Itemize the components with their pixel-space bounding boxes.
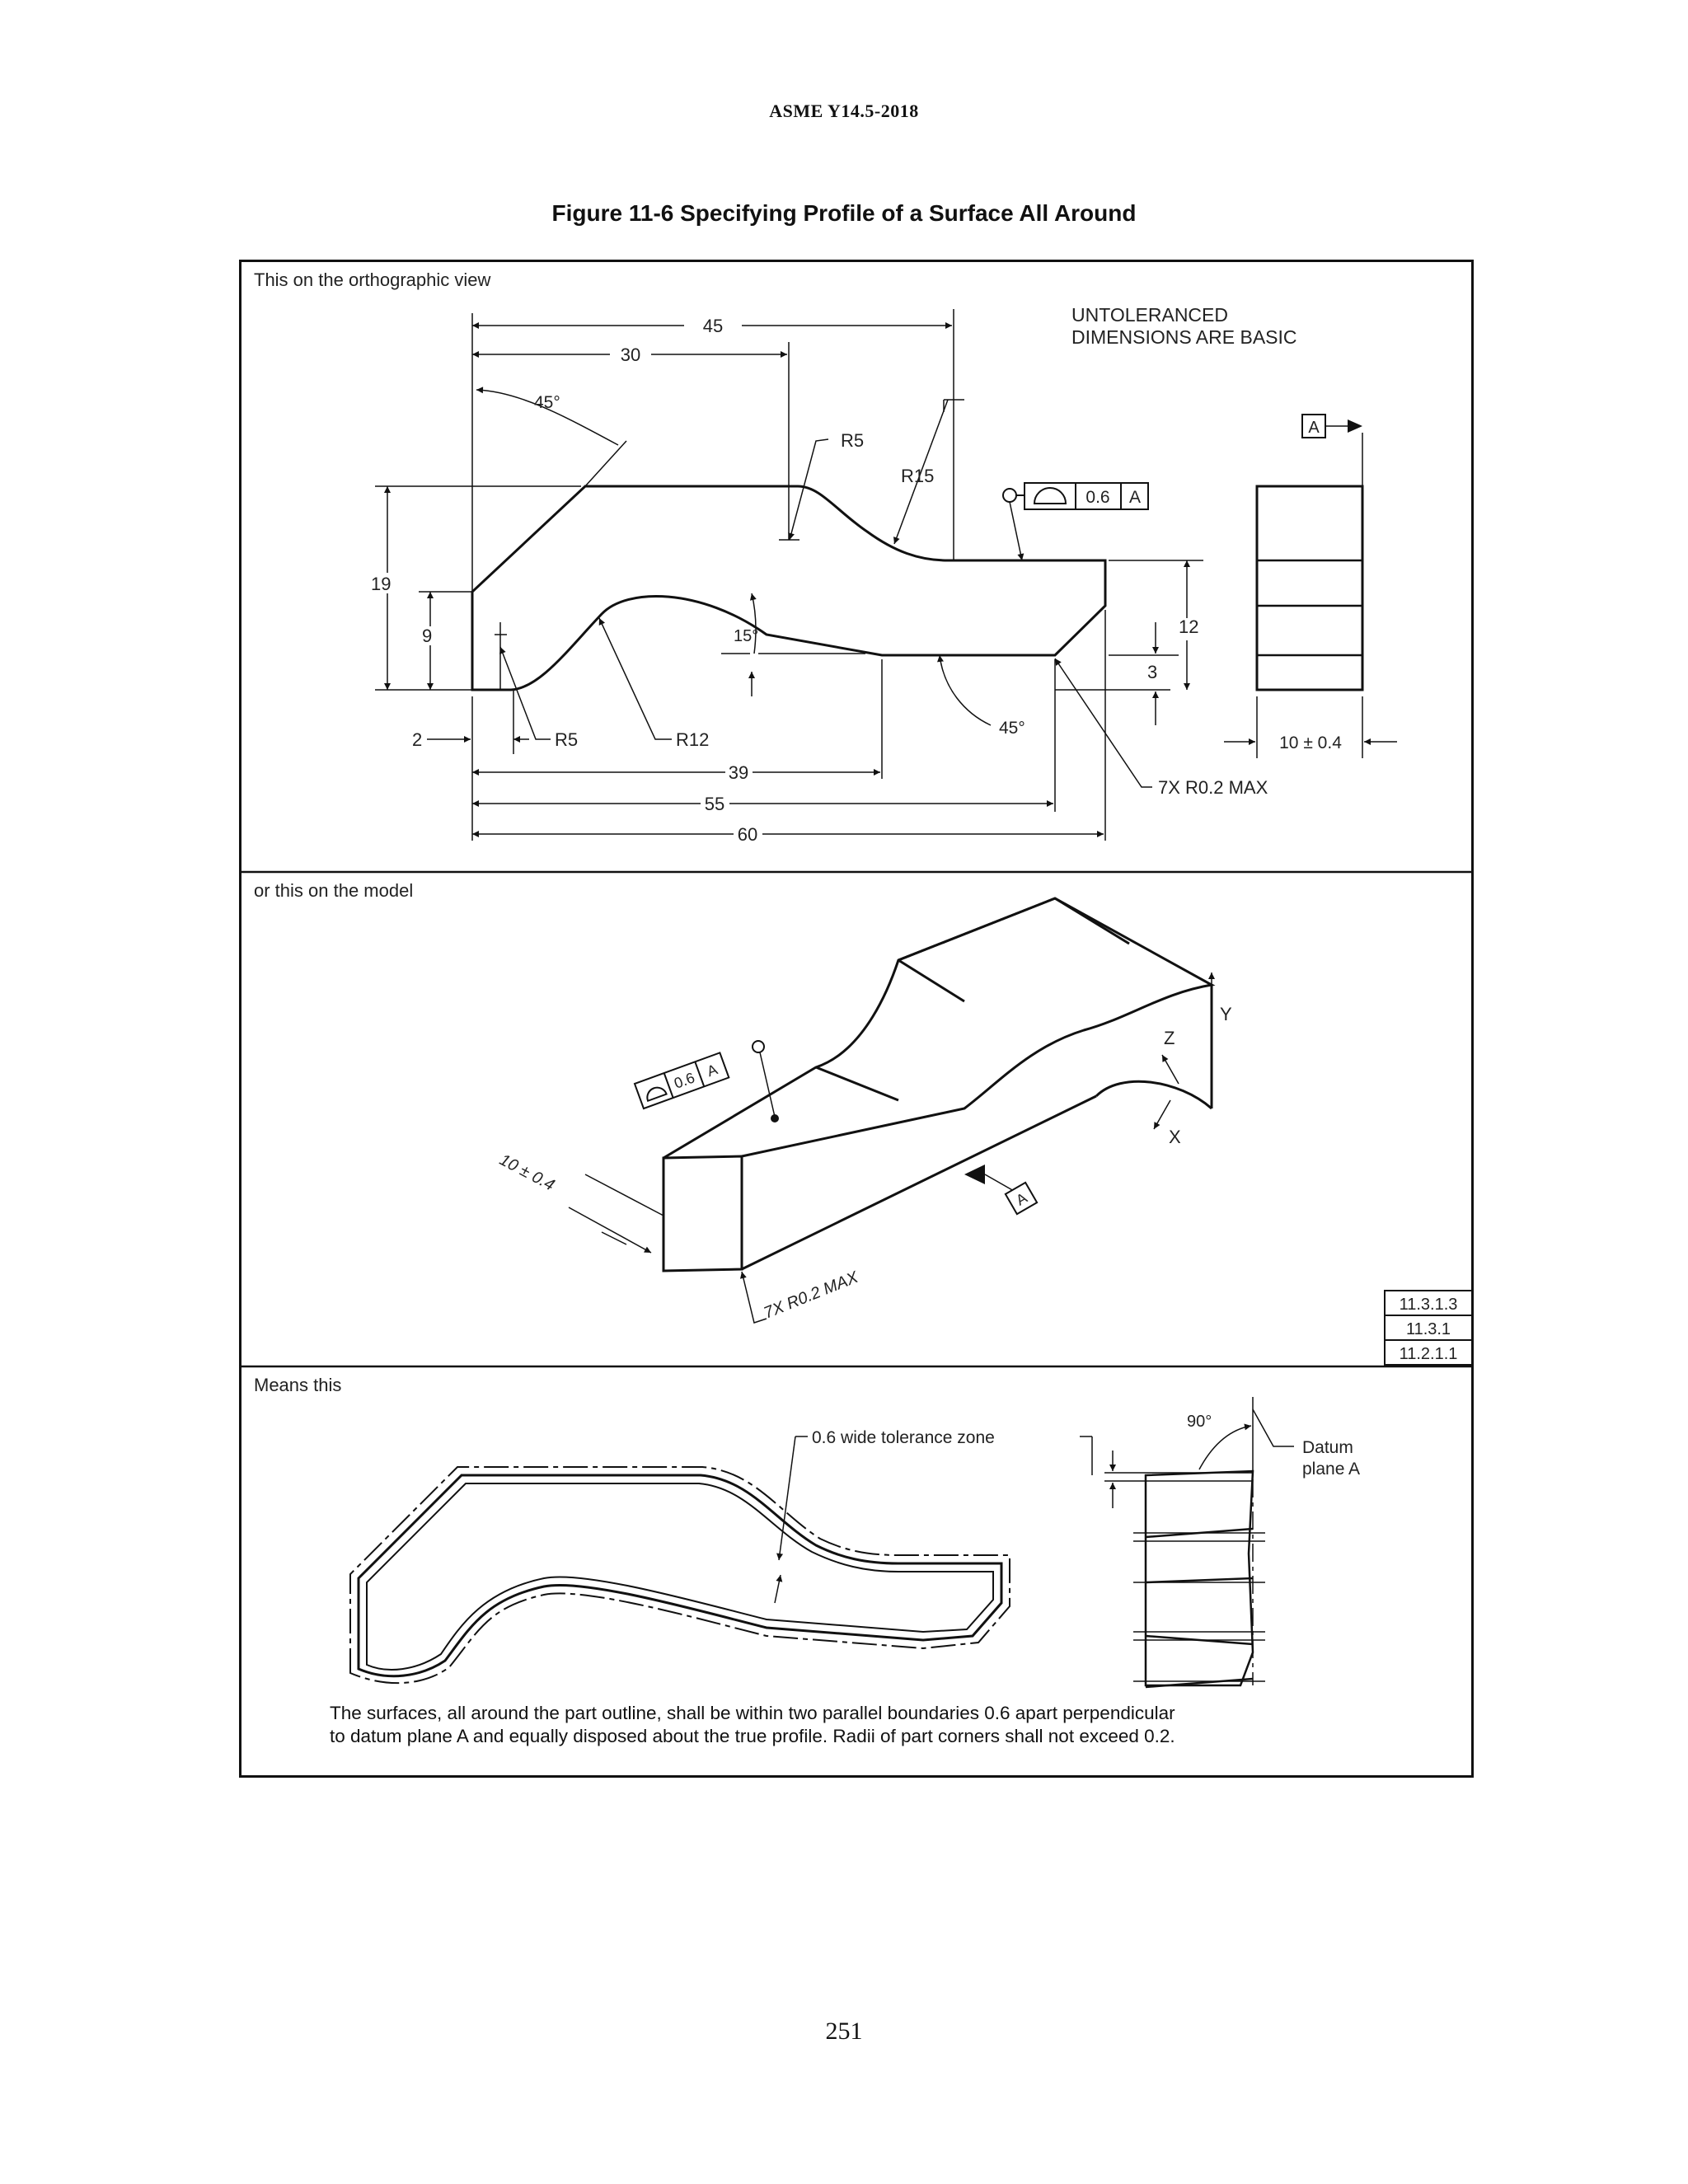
datum-plane-line2: plane A (1302, 1460, 1360, 1479)
figure-frame: This on the orthographic view UNTOLERANC… (239, 260, 1474, 1778)
caption-line-1: The surfaces, all around the part outlin… (330, 1703, 1175, 1723)
caption-line-2: to datum plane A and equally disposed ab… (330, 1726, 1175, 1746)
zone-label: 0.6 wide tolerance zone (812, 1428, 995, 1447)
side-tolerance-view (1133, 1469, 1265, 1689)
radius-r15: R15 (901, 466, 934, 486)
meaning-caption: The surfaces, all around the part outlin… (330, 1702, 1426, 1748)
radius-note: 7X R0.2 MAX (1158, 777, 1268, 798)
dim-30: 30 (621, 344, 640, 365)
panel3-label: Means this (254, 1375, 341, 1395)
profile-feature-control-frame: 0.6 A (1024, 482, 1149, 510)
thickness-dim: 10 ± 0.4 (1279, 733, 1342, 752)
page-number: 251 (825, 2018, 863, 2045)
ref-2: 11.3.1 (1406, 1320, 1451, 1338)
basic-note-line1: UNTOLERANCED (1071, 304, 1228, 326)
angle-bottom-45: 45° (999, 719, 1025, 738)
radius-r12: R12 (676, 729, 709, 750)
orthographic-view-panel: This on the orthographic view UNTOLERANC… (254, 269, 1397, 845)
figure-title: Figure 11-6 Specifying Profile of a Surf… (551, 200, 1137, 226)
ref-3: 11.2.1.1 (1400, 1345, 1458, 1363)
fcf-tolerance: 0.6 (1085, 488, 1109, 507)
dim-45: 45 (703, 316, 723, 336)
isometric-model (662, 897, 1216, 1272)
model-view-panel: or this on the model Y Z X A (254, 880, 1473, 1366)
dim-39: 39 (729, 762, 748, 783)
model-thickness: 10 ± 0.4 (496, 1151, 557, 1194)
dim-60: 60 (738, 824, 757, 845)
model-radius-note: 7X R0.2 MAX (762, 1268, 861, 1323)
angle-top-45: 45° (534, 393, 560, 412)
angle-15: 15° (734, 627, 758, 645)
dim-3: 3 (1147, 662, 1157, 682)
radius-r5-top: R5 (841, 430, 864, 451)
surface-profile-symbol-icon (1033, 487, 1067, 504)
datum-plane-line1: Datum (1302, 1438, 1353, 1457)
part-profile-outline (471, 485, 1107, 691)
panel1-label: This on the orthographic view (254, 269, 490, 290)
ref-1: 11.3.1.3 (1400, 1296, 1458, 1314)
axis-x-label: X (1169, 1127, 1181, 1147)
axis-y-label: Y (1220, 1004, 1232, 1024)
dim-9: 9 (422, 626, 432, 646)
dim-55: 55 (705, 794, 724, 814)
tolerance-zone-profile (349, 1466, 1010, 1685)
axis-z-label: Z (1164, 1028, 1175, 1048)
model-feature-control-frame: 0.6 A (633, 1052, 730, 1110)
dim-19: 19 (371, 574, 391, 594)
fcf-datum: A (1129, 488, 1141, 507)
datum-a-label: A (1308, 419, 1320, 437)
basic-note-line2: DIMENSIONS ARE BASIC (1071, 326, 1297, 348)
model-profile-symbol-icon (646, 1086, 668, 1103)
meaning-panel: Means this 0.6 wide tolerance zone (254, 1375, 1360, 1689)
side-view: A 10 ± 0.4 (1224, 414, 1397, 758)
panel2-label: or this on the model (254, 880, 413, 901)
page-header: ASME Y14.5-2018 (769, 101, 919, 121)
paragraph-references: 11.3.1.3 11.3.1 11.2.1.1 (1384, 1290, 1473, 1366)
dim-12: 12 (1179, 616, 1198, 637)
angle-90: 90° (1187, 1413, 1212, 1431)
radius-r5-bottom: R5 (555, 729, 578, 750)
dim-2: 2 (412, 729, 422, 750)
